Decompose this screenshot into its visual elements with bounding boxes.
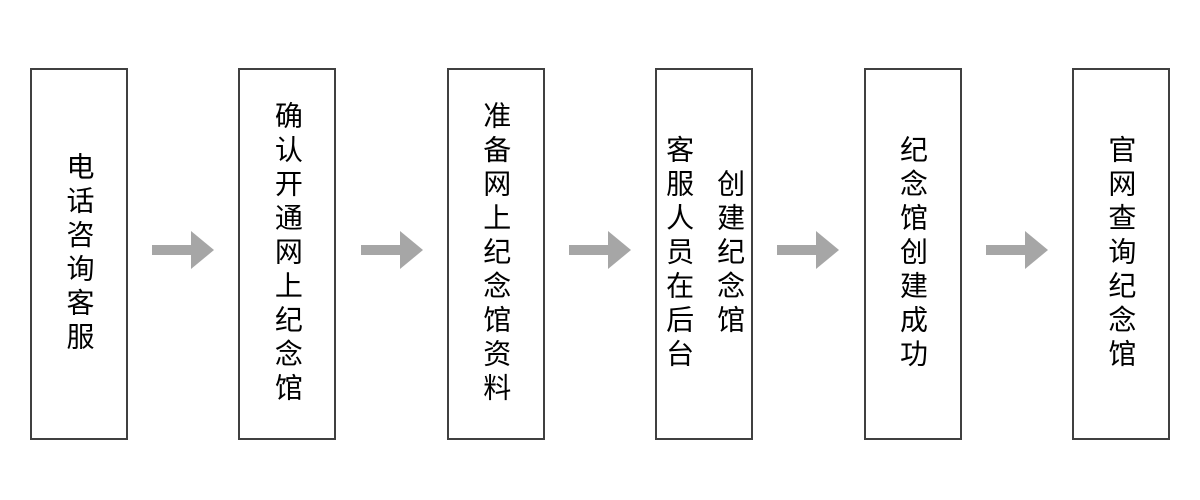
step-4-label: 客服人员在后台 创建纪念馆: [663, 135, 746, 373]
arrow-right-icon: [777, 230, 840, 270]
arrow-right-icon: [568, 230, 631, 270]
step-2-label: 确认开通网上纪念馆: [271, 101, 303, 407]
step-6-label: 官网查询纪念馆: [1105, 135, 1137, 373]
arrow-right-icon: [360, 230, 423, 270]
arrow-right-icon: [985, 230, 1048, 270]
step-2-box: 确认开通网上纪念馆: [238, 68, 337, 440]
step-1-box: 电话咨询客服: [30, 68, 128, 440]
step-5-box: 纪念馆创建成功: [863, 68, 962, 440]
step-3-box: 准备网上纪念馆资料: [446, 68, 545, 440]
arrow-right-icon: [152, 230, 215, 270]
flowchart-row: 电话咨询客服 确认开通网上纪念馆 准备网上纪念馆资料: [30, 68, 1170, 440]
step-4-box: 客服人员在后台 创建纪念馆: [655, 68, 754, 440]
step-1-label: 电话咨询客服: [63, 152, 95, 356]
step-3-label: 准备网上纪念馆资料: [480, 101, 512, 407]
step-6-box: 官网查询纪念馆: [1071, 68, 1170, 440]
step-5-label: 纪念馆创建成功: [897, 135, 928, 373]
